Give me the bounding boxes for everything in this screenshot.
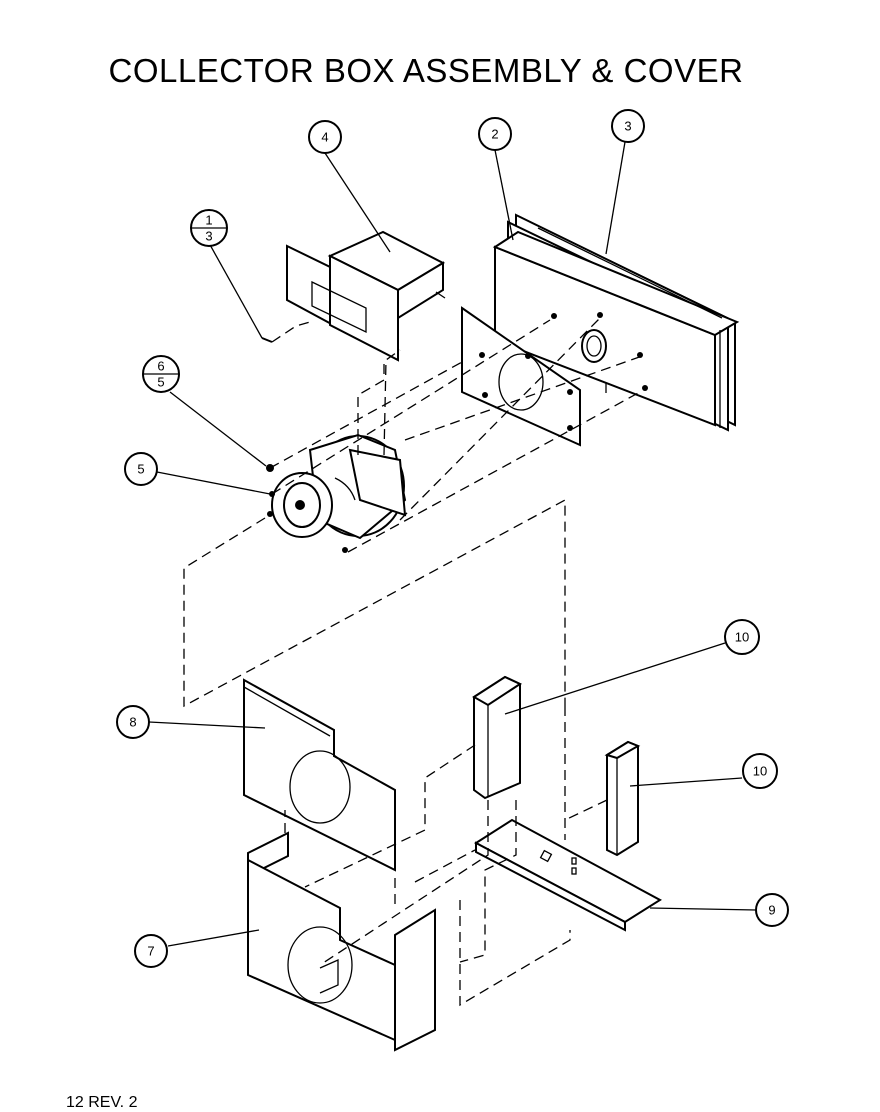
callout-9-label: 9 [768, 903, 775, 918]
page-footer-code: 12 REV. 2 [66, 1094, 138, 1111]
leader-lines [148, 141, 757, 947]
callout-4-label: 4 [321, 130, 328, 145]
callout-8: 8 [116, 705, 150, 739]
inducer-motor-part [266, 433, 407, 553]
callout-5: 5 [124, 452, 158, 486]
assembly-lines-lower [284, 744, 608, 1007]
callout-7-label: 7 [147, 944, 154, 959]
screw-1 [261, 337, 273, 343]
callout-1-3-bottom: 3 [205, 229, 212, 244]
callout-8-label: 8 [129, 715, 136, 730]
gasket-plate-part [461, 306, 581, 447]
callout-1-3: 1 3 [190, 209, 228, 247]
assembly-lines-upper [269, 317, 646, 553]
callout-10-lower: 10 [742, 753, 778, 789]
callout-6-5-bottom: 5 [157, 375, 164, 390]
callout-3: 3 [611, 109, 645, 143]
callout-3-label: 3 [624, 119, 631, 134]
callout-6-5-top: 6 [157, 359, 164, 374]
callout-6-5: 6 5 [142, 355, 180, 393]
callout-7: 7 [134, 934, 168, 968]
callout-10-upper-label: 10 [735, 630, 749, 645]
insulation-block-a [472, 675, 523, 800]
callout-9: 9 [755, 893, 789, 927]
bracket-part [474, 818, 662, 932]
callout-5-label: 5 [137, 462, 144, 477]
page-title: COLLECTOR BOX ASSEMBLY & COVER [108, 52, 744, 89]
transition-duct-part [286, 230, 446, 362]
collector-box-part [492, 213, 740, 432]
callout-10-upper: 10 [724, 619, 760, 655]
callout-2-label: 2 [491, 127, 498, 142]
lower-cover-part [247, 831, 436, 1052]
callout-1-3-top: 1 [205, 213, 212, 228]
insulation-block-b [604, 740, 641, 857]
cover-outline [183, 498, 566, 840]
screws-right [551, 312, 648, 391]
callout-4: 4 [308, 120, 342, 154]
upper-cover-part [243, 678, 396, 872]
callout-10-lower-label: 10 [753, 764, 767, 779]
callout-2: 2 [478, 117, 512, 151]
